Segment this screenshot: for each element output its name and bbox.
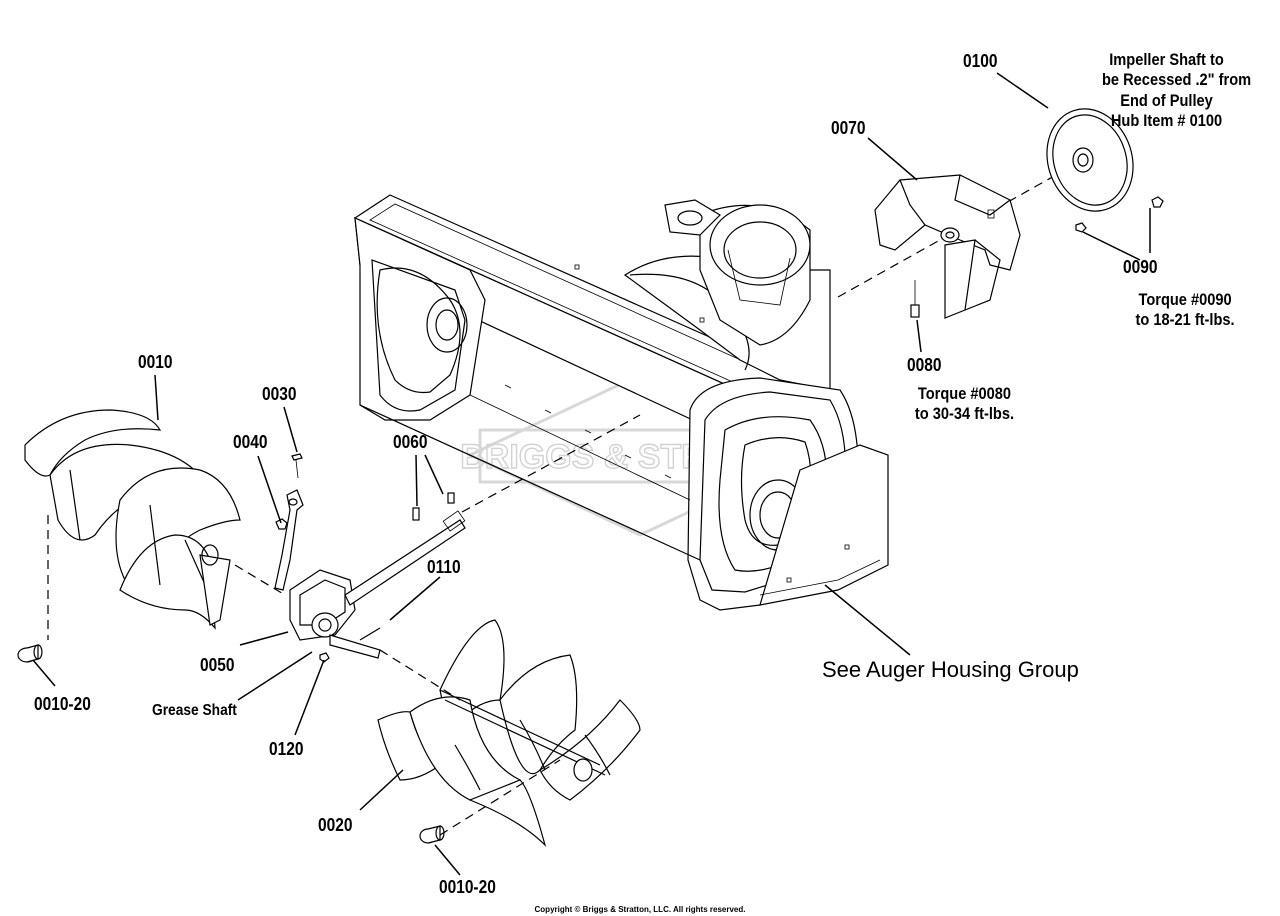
see-auger-housing-group-link[interactable]: See Auger Housing Group [822,657,1079,682]
copyright-text: Copyright © Briggs & Stratton, LLC. All … [534,905,746,914]
label-0060[interactable]: 0060 [393,432,428,452]
label-0030[interactable]: 0030 [262,384,297,404]
bolt-0060[interactable] [412,492,455,521]
label-0080[interactable]: 0080 [907,355,942,375]
note-torque-0090-line-1: Torque #0090 [1138,290,1232,309]
impeller-shaft-axis [837,169,1066,298]
bracket-0040[interactable] [274,489,304,591]
bolt-0090[interactable] [1075,196,1164,233]
note-torque-0080-line-2: to 30-34 ft-lbs. [914,404,1015,424]
bearing-0010-20-bottom[interactable] [419,825,445,844]
label-0010-20-left[interactable]: 0010-20 [34,694,91,714]
note-torque-0090-line-2: to 18-21 ft-lbs. [1135,310,1235,330]
bolt-0080[interactable] [910,280,920,318]
auger-left-0010[interactable] [24,409,241,630]
note-impeller-line-1: Impeller Shaft to [1109,50,1224,69]
gearbox-0050[interactable] [289,510,466,659]
auger-right-0020[interactable] [377,619,641,848]
note-torque-0080-line-1: Torque #0080 [917,384,1012,403]
pulley-0100[interactable] [1034,98,1146,223]
auger-shaft-axis [461,414,641,513]
auger-housing[interactable] [353,194,889,611]
label-0110[interactable]: 0110 [427,557,461,577]
auger-left-axis [234,564,286,596]
label-0120[interactable]: 0120 [269,739,304,759]
label-0010[interactable]: 0010 [138,352,173,372]
label-0100[interactable]: 0100 [963,51,998,71]
nut-0040[interactable] [275,518,288,530]
shaft-0110[interactable] [359,627,381,641]
note-impeller-line-4: Hub Item # 0100 [1110,111,1223,131]
note-impeller-recess: Impeller Shaft to be Recessed .2" from E… [1102,50,1252,132]
auger-right-end-axis [439,759,561,836]
label-0070[interactable]: 0070 [831,118,866,138]
impeller-0070[interactable] [874,174,1021,319]
label-0020[interactable]: 0020 [318,815,353,835]
note-torque-0090: Torque #0090 to 18-21 ft-lbs. [1124,290,1246,331]
auger-right-axis [379,649,461,701]
bearing-0010-20-left[interactable] [17,644,43,663]
label-0040[interactable]: 0040 [233,432,268,452]
note-impeller-line-2: be Recessed .2" from [1102,70,1252,90]
note-impeller-line-3: End of Pulley [1120,90,1213,110]
label-0090[interactable]: 0090 [1123,257,1158,277]
label-0010-20-bottom[interactable]: 0010-20 [439,877,496,897]
leader-lines [32,72,1151,876]
label-0050[interactable]: 0050 [200,655,235,675]
label-grease-shaft: Grease Shaft [152,702,237,719]
bolt-0030[interactable] [291,453,303,479]
note-torque-0080: Torque #0080 to 30-34 ft-lbs. [906,384,1023,425]
grease-fitting-0120[interactable] [319,652,330,663]
